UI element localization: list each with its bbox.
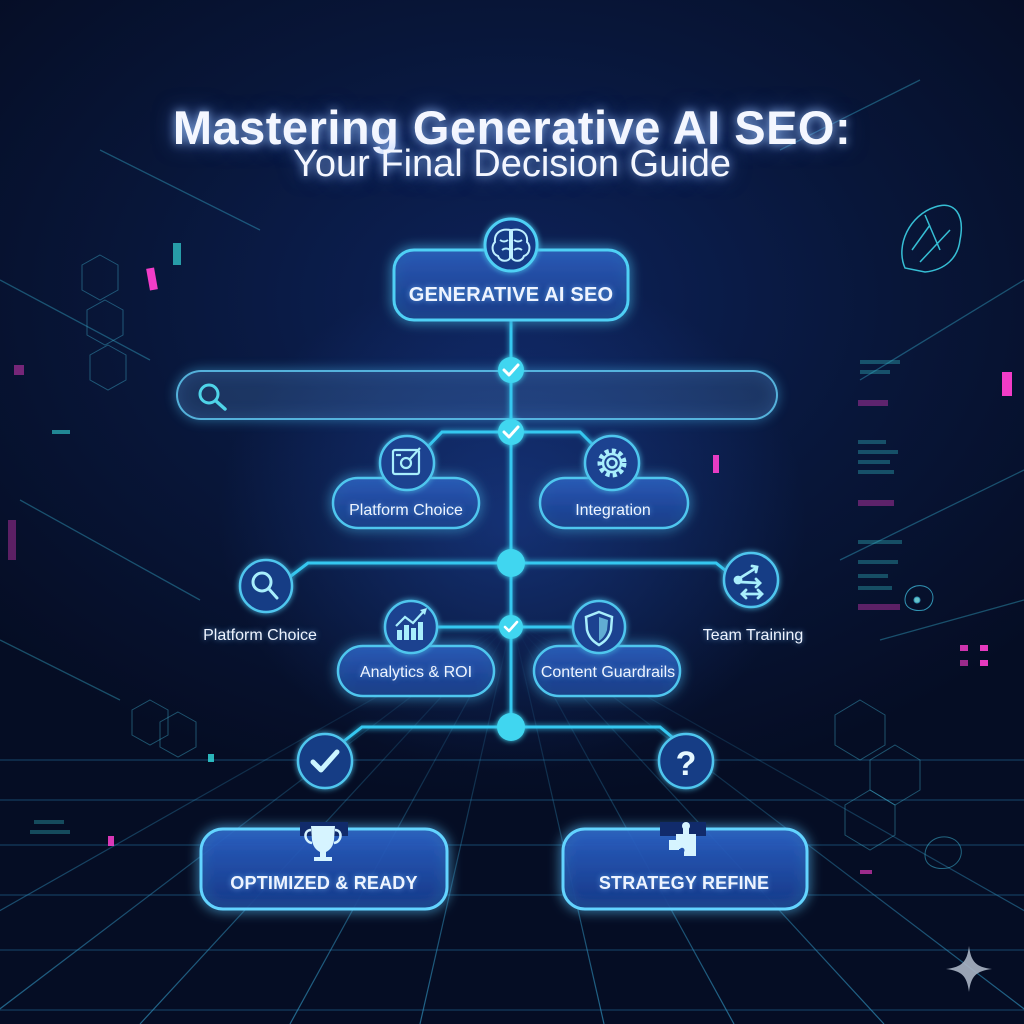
decision-approve[interactable] bbox=[296, 732, 354, 790]
gear-icon bbox=[597, 448, 627, 478]
puzzle-piece-icon bbox=[669, 822, 696, 856]
sparkle-icon bbox=[946, 946, 992, 992]
bar-chart-trend-icon bbox=[395, 608, 427, 640]
page-title: Mastering Generative AI SEO: bbox=[172, 101, 852, 154]
checkmark-icon bbox=[310, 749, 340, 773]
junction-node-4[interactable] bbox=[499, 615, 523, 639]
root-node-label: GENERATIVE AI SEO bbox=[408, 284, 614, 306]
junction-node-3[interactable] bbox=[497, 549, 525, 577]
level2-label-platform-choice: Platform Choice bbox=[203, 627, 317, 644]
junction-node-1[interactable] bbox=[498, 357, 524, 383]
root-node[interactable] bbox=[392, 217, 630, 322]
outcome-strategy-refine[interactable] bbox=[561, 822, 809, 911]
level2-label-content-guardrails: Content Guardrails bbox=[540, 664, 676, 681]
document-edit-icon bbox=[391, 447, 421, 476]
level2-node-platform-choice[interactable] bbox=[238, 558, 294, 614]
checkmark-icon bbox=[502, 363, 520, 377]
outcome-optimized-ready[interactable] bbox=[199, 822, 449, 911]
outcome-label-optimized-ready: OPTIMIZED & READY bbox=[230, 873, 418, 893]
level1-node-integration[interactable] bbox=[538, 434, 690, 530]
branching-arrows-icon bbox=[733, 564, 764, 600]
level2-node-team-training[interactable] bbox=[722, 551, 780, 609]
level2-node-content-guardrails[interactable] bbox=[532, 599, 682, 698]
outcome-label-strategy-refine: STRATEGY REFINE bbox=[598, 873, 770, 893]
search-bar[interactable] bbox=[176, 370, 778, 420]
decision-refine[interactable]: ? bbox=[657, 732, 715, 790]
checkmark-icon bbox=[503, 620, 519, 633]
trophy-icon bbox=[304, 826, 342, 861]
level1-label-integration: Integration bbox=[575, 502, 651, 519]
brain-icon bbox=[491, 228, 531, 262]
level2-label-analytics-roi: Analytics & ROI bbox=[359, 664, 473, 681]
search-icon bbox=[198, 383, 227, 411]
level2-node-analytics-roi[interactable] bbox=[336, 599, 496, 698]
junction-node-5[interactable] bbox=[497, 713, 525, 741]
search-input[interactable] bbox=[238, 382, 756, 412]
level1-node-platform-choice[interactable] bbox=[331, 434, 481, 530]
level1-label-platform-choice: Platform Choice bbox=[349, 502, 463, 519]
search-icon bbox=[251, 571, 279, 600]
checkmark-icon bbox=[502, 425, 520, 439]
level2-label-team-training: Team Training bbox=[702, 627, 804, 644]
page-subtitle: Your Final Decision Guide bbox=[293, 143, 731, 185]
shield-icon bbox=[584, 610, 614, 647]
decorative-brain-icon bbox=[901, 204, 962, 273]
question-mark-icon: ? bbox=[676, 745, 697, 783]
junction-node-2[interactable] bbox=[498, 419, 524, 445]
